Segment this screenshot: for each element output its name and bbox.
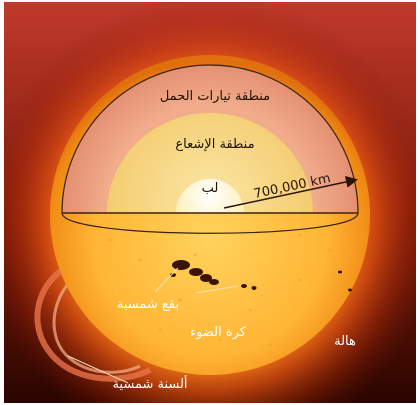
granulation xyxy=(108,228,347,347)
label-convection-zone: منطقة تيارات الحمل xyxy=(160,89,270,104)
sunspot-leader-right xyxy=(195,285,239,294)
label-radiative-zone: منطقة الإشعاع xyxy=(175,137,254,152)
label-prominence: ألسنة شمسية xyxy=(112,375,187,392)
label-sunspots: بقع شمسية xyxy=(117,297,179,312)
sunspot-leader-left xyxy=(154,267,179,293)
prominence-leader xyxy=(67,355,129,384)
label-core: لب xyxy=(202,181,219,196)
sunspot-group xyxy=(170,260,352,292)
cut-plane-lower-edge xyxy=(61,212,359,234)
radiative-zone xyxy=(107,113,313,213)
core xyxy=(176,179,244,213)
label-photosphere: كرة الضوء xyxy=(190,325,247,340)
cutaway xyxy=(61,64,359,213)
label-corona: هالة xyxy=(334,334,356,349)
radius-arrow xyxy=(223,176,358,209)
